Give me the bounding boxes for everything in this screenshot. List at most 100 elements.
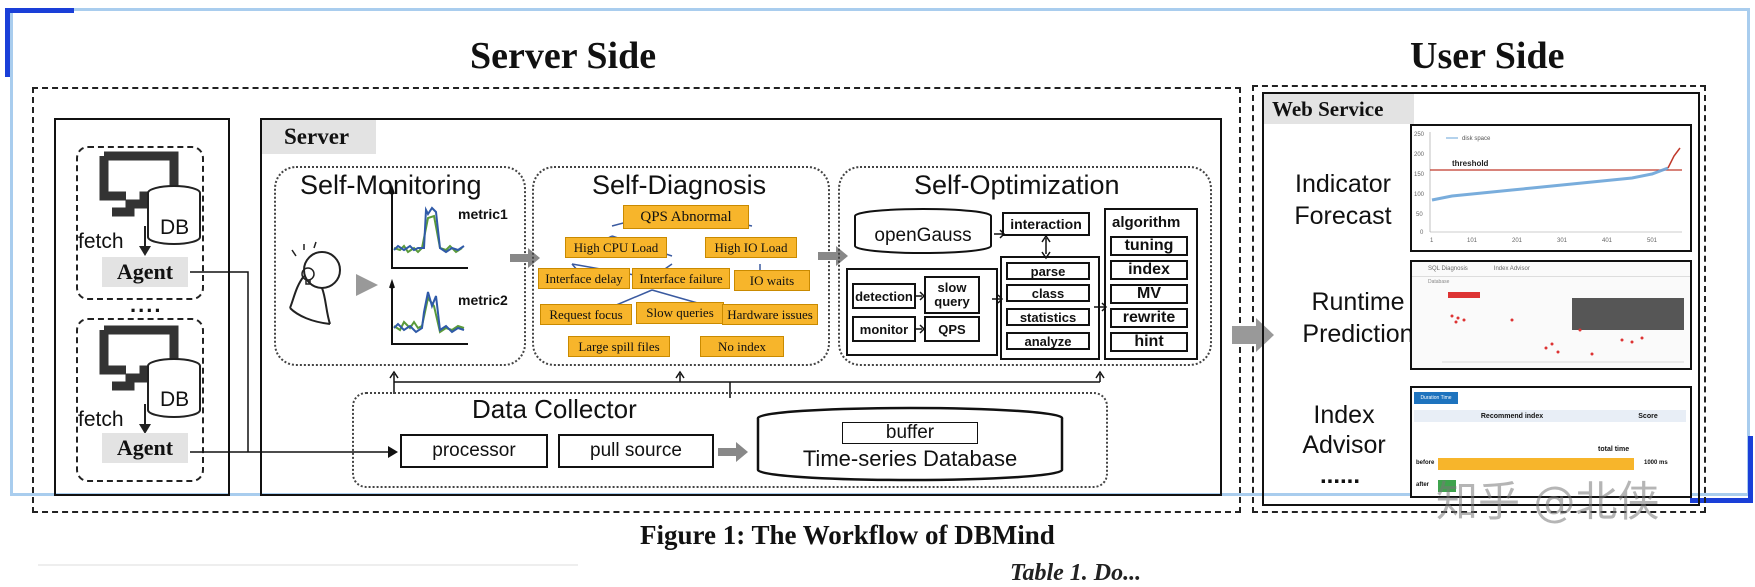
svg-text:401: 401: [1602, 238, 1613, 244]
index-after-label: after: [1416, 482, 1430, 488]
algorithm-tuning: tuning: [1110, 236, 1188, 256]
server-tag: Server: [262, 120, 376, 154]
svg-text:501: 501: [1647, 238, 1658, 244]
agent-label: Agent: [102, 257, 188, 287]
opengauss-label: openGauss: [874, 225, 972, 246]
index-before-bar: [1438, 458, 1634, 470]
interaction-arrows: [994, 229, 1051, 260]
statistics-box: statistics: [1006, 308, 1090, 326]
diag-node-io: High IO Load: [705, 237, 797, 258]
agents-panel: [54, 118, 230, 496]
svg-text:50: 50: [1416, 212, 1423, 218]
index-before-label: before: [1416, 460, 1435, 466]
index-advisor-label: Index Advisor: [1302, 401, 1386, 459]
parse-group: [1000, 256, 1100, 360]
below-caption-fragment: Table 1. Do...: [1010, 560, 1142, 586]
detection-box: detection: [852, 283, 916, 309]
svg-text:100: 100: [1414, 192, 1425, 198]
user-side-region: [1252, 85, 1706, 513]
algorithm-rewrite: rewrite: [1110, 308, 1188, 328]
data-collector-title: Data Collector: [472, 394, 637, 424]
diag-node-slow-queries: Slow queries: [636, 302, 724, 324]
runtime-field-label: Database: [1428, 279, 1450, 285]
buffer-box: buffer: [842, 422, 978, 444]
tsdb-label: Time-series Database: [802, 446, 1018, 471]
runtime-tab-sql: SQL Diagnosis: [1428, 266, 1468, 272]
svg-text:threshold: threshold: [1452, 159, 1489, 168]
agent-box-2: [76, 318, 204, 482]
algorithm-group: [1104, 208, 1198, 360]
tsdb-cylinder: [756, 406, 1064, 482]
self-optimization-title: Self-Optimization: [914, 170, 1120, 200]
metric2-chart: [389, 278, 468, 345]
monitor-icon: [99, 151, 179, 217]
db-label: DB: [160, 388, 190, 411]
svg-text:150: 150: [1414, 172, 1425, 178]
caption-underline-left: [38, 564, 578, 566]
algorithm-index: index: [1110, 260, 1188, 280]
monitor-icon: [99, 325, 179, 391]
agent-label: Agent: [102, 433, 188, 463]
db-cylinder-icon: [147, 358, 201, 418]
web-service-tag: Web Service: [1264, 94, 1414, 124]
algorithm-label: algorithm: [1112, 214, 1181, 231]
svg-text:101: 101: [1467, 238, 1478, 244]
pull-source-box: pull source: [558, 434, 714, 468]
server-side-region: [32, 87, 1241, 513]
self-optimization-box: [838, 166, 1212, 366]
index-total-time: total time: [1598, 446, 1630, 453]
runtime-scatter: [1442, 314, 1684, 363]
diag-node-qps: QPS Abnormal: [623, 205, 749, 229]
watermark: 知乎 @北侠: [1436, 477, 1660, 526]
diag-node-spill: Large spill files: [568, 336, 670, 357]
svg-text:disk space: disk space: [1462, 136, 1491, 142]
forecast-panel: [1410, 124, 1692, 252]
processor-box: processor: [400, 434, 548, 468]
self-monitoring-box: [274, 166, 526, 366]
db-label: DB: [160, 216, 190, 239]
server-side-title: Server Side: [470, 35, 657, 77]
index-duration-button[interactable]: Duration Time: [1414, 392, 1458, 404]
fetch-arrow: [139, 404, 151, 434]
algorithm-hint: hint: [1110, 332, 1188, 352]
diag-node-request-focus: Request focus: [540, 304, 632, 325]
index-panel: Duration Time Recommend index Score tota…: [1410, 386, 1692, 498]
runtime-tab-index: Index Advisor: [1493, 266, 1530, 272]
self-diagnosis-title: Self-Diagnosis: [592, 170, 767, 200]
fetch-arrow: [139, 226, 151, 256]
agents-ellipsis: ....: [130, 292, 163, 317]
analyze-box: analyze: [1006, 332, 1090, 350]
agent-box-1: [76, 146, 204, 300]
diagnosis-tree-edges: [571, 209, 761, 307]
parse-box: parse: [1006, 262, 1090, 280]
fetch-label: fetch: [78, 408, 124, 431]
figure-caption: Figure 1: The Workflow of DBMind: [640, 520, 1055, 550]
svg-text:1: 1: [1430, 238, 1434, 244]
svg-text:201: 201: [1512, 238, 1523, 244]
index-after-bar: [1438, 480, 1456, 492]
self-diagnosis-box: [532, 166, 830, 366]
svg-text:0: 0: [1420, 230, 1424, 236]
corner-accent-br: [1690, 436, 1753, 503]
svg-text:301: 301: [1557, 238, 1568, 244]
runtime-tooltip: [1572, 298, 1684, 330]
runtime-panel: SQL Diagnosis Index Advisor Database: [1410, 260, 1692, 370]
diag-node-interface-delay: Interface delay: [538, 268, 630, 289]
algorithm-mv: MV: [1110, 284, 1188, 304]
arrow-right-gray: [718, 442, 748, 462]
user-side-title: User Side: [1410, 35, 1565, 77]
diag-node-interface-failure: Interface failure: [632, 268, 730, 289]
user-ellipsis: ......: [1320, 462, 1361, 489]
runtime-prediction-label: Runtime Prediction: [1302, 288, 1414, 348]
index-time-label: 1000 ms: [1644, 460, 1668, 466]
diag-node-io-waits: IO waits: [734, 270, 810, 291]
diag-node-hardware: Hardware issues: [722, 304, 818, 325]
web-service-panel: [1262, 92, 1700, 506]
detection-arrows: [914, 291, 926, 334]
detection-group: [846, 268, 998, 356]
interaction-box: interaction: [1002, 212, 1090, 236]
metric1-label: metric1: [458, 206, 508, 222]
index-score-header: Score: [1610, 410, 1686, 422]
metric2-label: metric2: [458, 292, 508, 308]
